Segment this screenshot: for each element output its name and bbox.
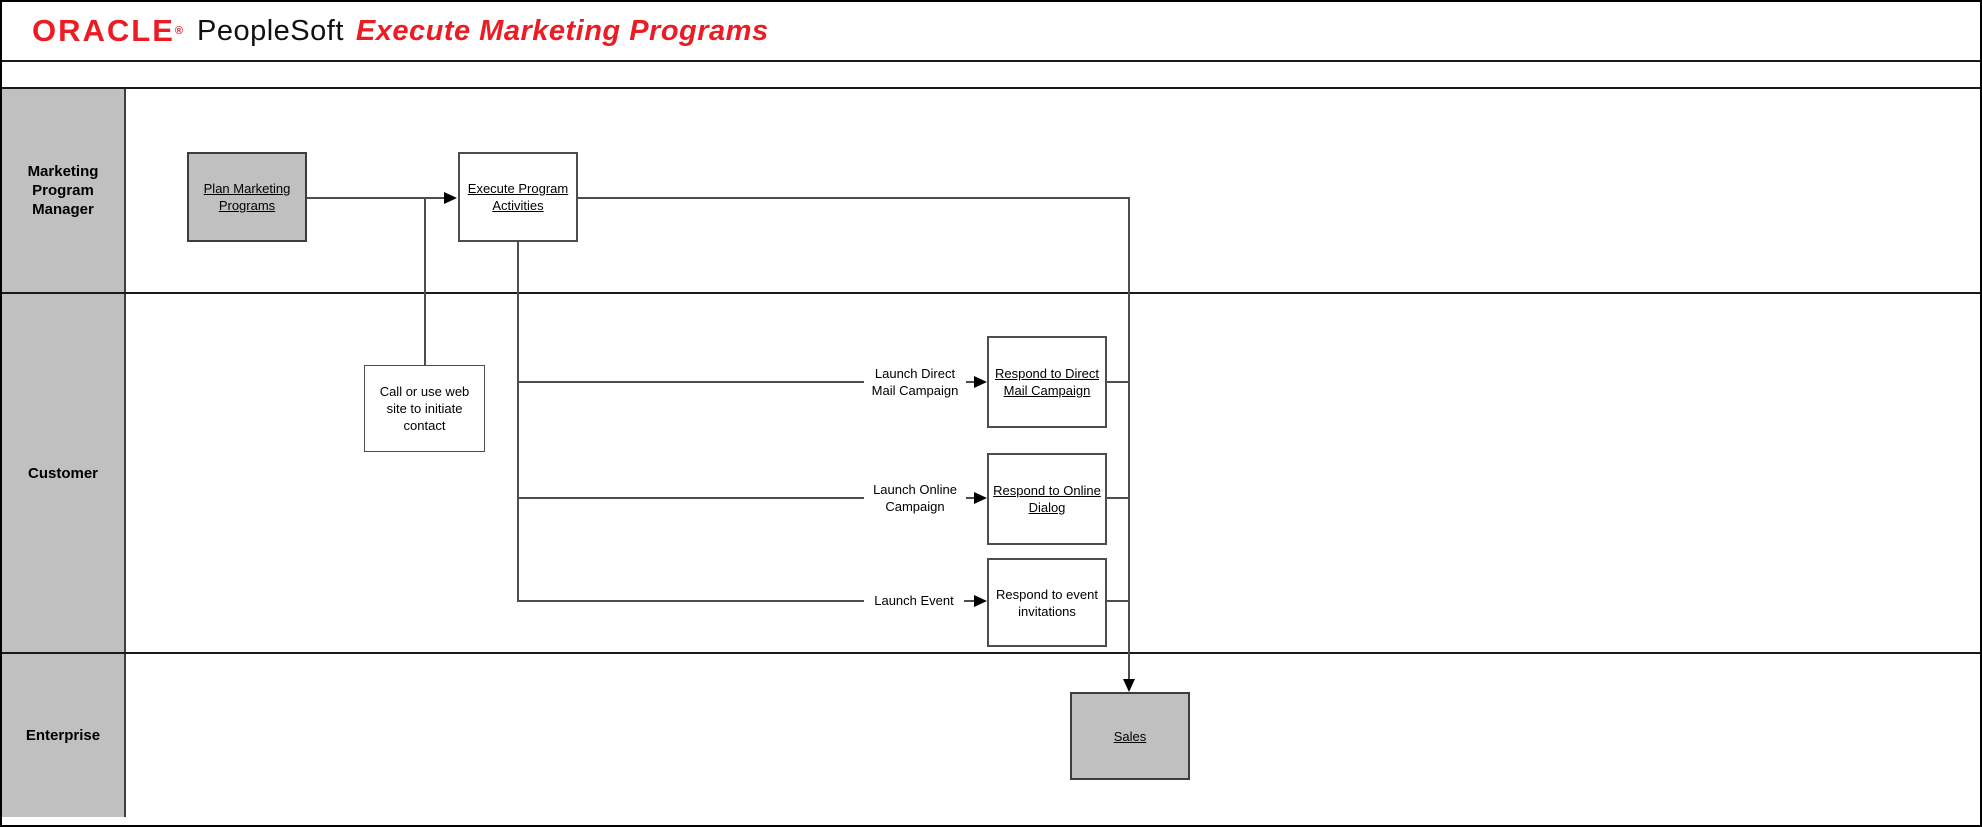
node-label: Plan Marketing Programs — [203, 181, 291, 213]
connector-launch-online — [517, 497, 974, 499]
oracle-logo: ORACLE — [32, 13, 175, 48]
connector-execute-to-sales-vertical — [1128, 197, 1130, 679]
connector-execute-branch-trunk — [517, 242, 519, 602]
connector-call-web-to-execute-line — [424, 197, 426, 365]
connector-plan-to-execute — [307, 197, 445, 199]
node-respond-to-event-invitations: Respond to event invitations — [987, 558, 1107, 647]
product-name: PeopleSoft — [197, 14, 344, 47]
connector-execute-to-sales-horizontal — [578, 197, 1130, 199]
lane-enterprise: Enterprise — [2, 654, 1980, 817]
node-respond-to-direct-mail-campaign[interactable]: Respond to Direct Mail Campaign — [987, 336, 1107, 428]
lane-marketing-program-manager: Marketing Program Manager — [2, 89, 1980, 294]
edge-label-launch-event: Launch Event — [864, 592, 964, 610]
arrowhead-into-respond-direct-mail — [974, 376, 987, 388]
lane-label-enterprise: Enterprise — [2, 654, 126, 817]
node-respond-to-online-dialog[interactable]: Respond to Online Dialog — [987, 453, 1107, 545]
lane-label-customer: Customer — [2, 294, 126, 652]
node-label: Respond to Online Dialog — [993, 483, 1101, 515]
title-bar: ORACLE ® PeopleSoft Execute Marketing Pr… — [2, 2, 1980, 62]
arrowhead-into-respond-online — [974, 492, 987, 504]
node-label: Call or use web site to initiate contact — [379, 384, 470, 433]
arrowhead-into-execute — [444, 192, 457, 204]
node-label: Execute Program Activities — [467, 181, 569, 213]
edge-label-launch-direct-mail: Launch Direct Mail Campaign — [864, 365, 966, 399]
lane-label-marketing-program-manager: Marketing Program Manager — [2, 89, 126, 292]
spacer-row — [2, 62, 1980, 89]
connector-respond-event-to-sales-line — [1107, 600, 1130, 602]
registered-mark-icon: ® — [174, 25, 183, 37]
page-title: Execute Marketing Programs — [355, 14, 769, 47]
connector-respond-direct-to-sales-line — [1107, 381, 1130, 383]
node-label: Sales — [1113, 728, 1147, 744]
node-sales[interactable]: Sales — [1070, 692, 1190, 780]
arrowhead-into-sales — [1123, 679, 1135, 692]
connector-respond-online-to-sales-line — [1107, 497, 1130, 499]
node-label: Respond to Direct Mail Campaign — [994, 366, 1100, 398]
connector-launch-event — [517, 600, 974, 602]
node-plan-marketing-programs[interactable]: Plan Marketing Programs — [187, 152, 307, 242]
connector-launch-direct-mail — [517, 381, 974, 383]
node-execute-program-activities[interactable]: Execute Program Activities — [458, 152, 578, 242]
arrowhead-into-respond-event — [974, 595, 987, 607]
node-call-or-use-web-site: Call or use web site to initiate contact — [364, 365, 485, 452]
node-label: Respond to event invitations — [996, 586, 1098, 619]
edge-label-launch-online: Launch Online Campaign — [864, 481, 966, 515]
